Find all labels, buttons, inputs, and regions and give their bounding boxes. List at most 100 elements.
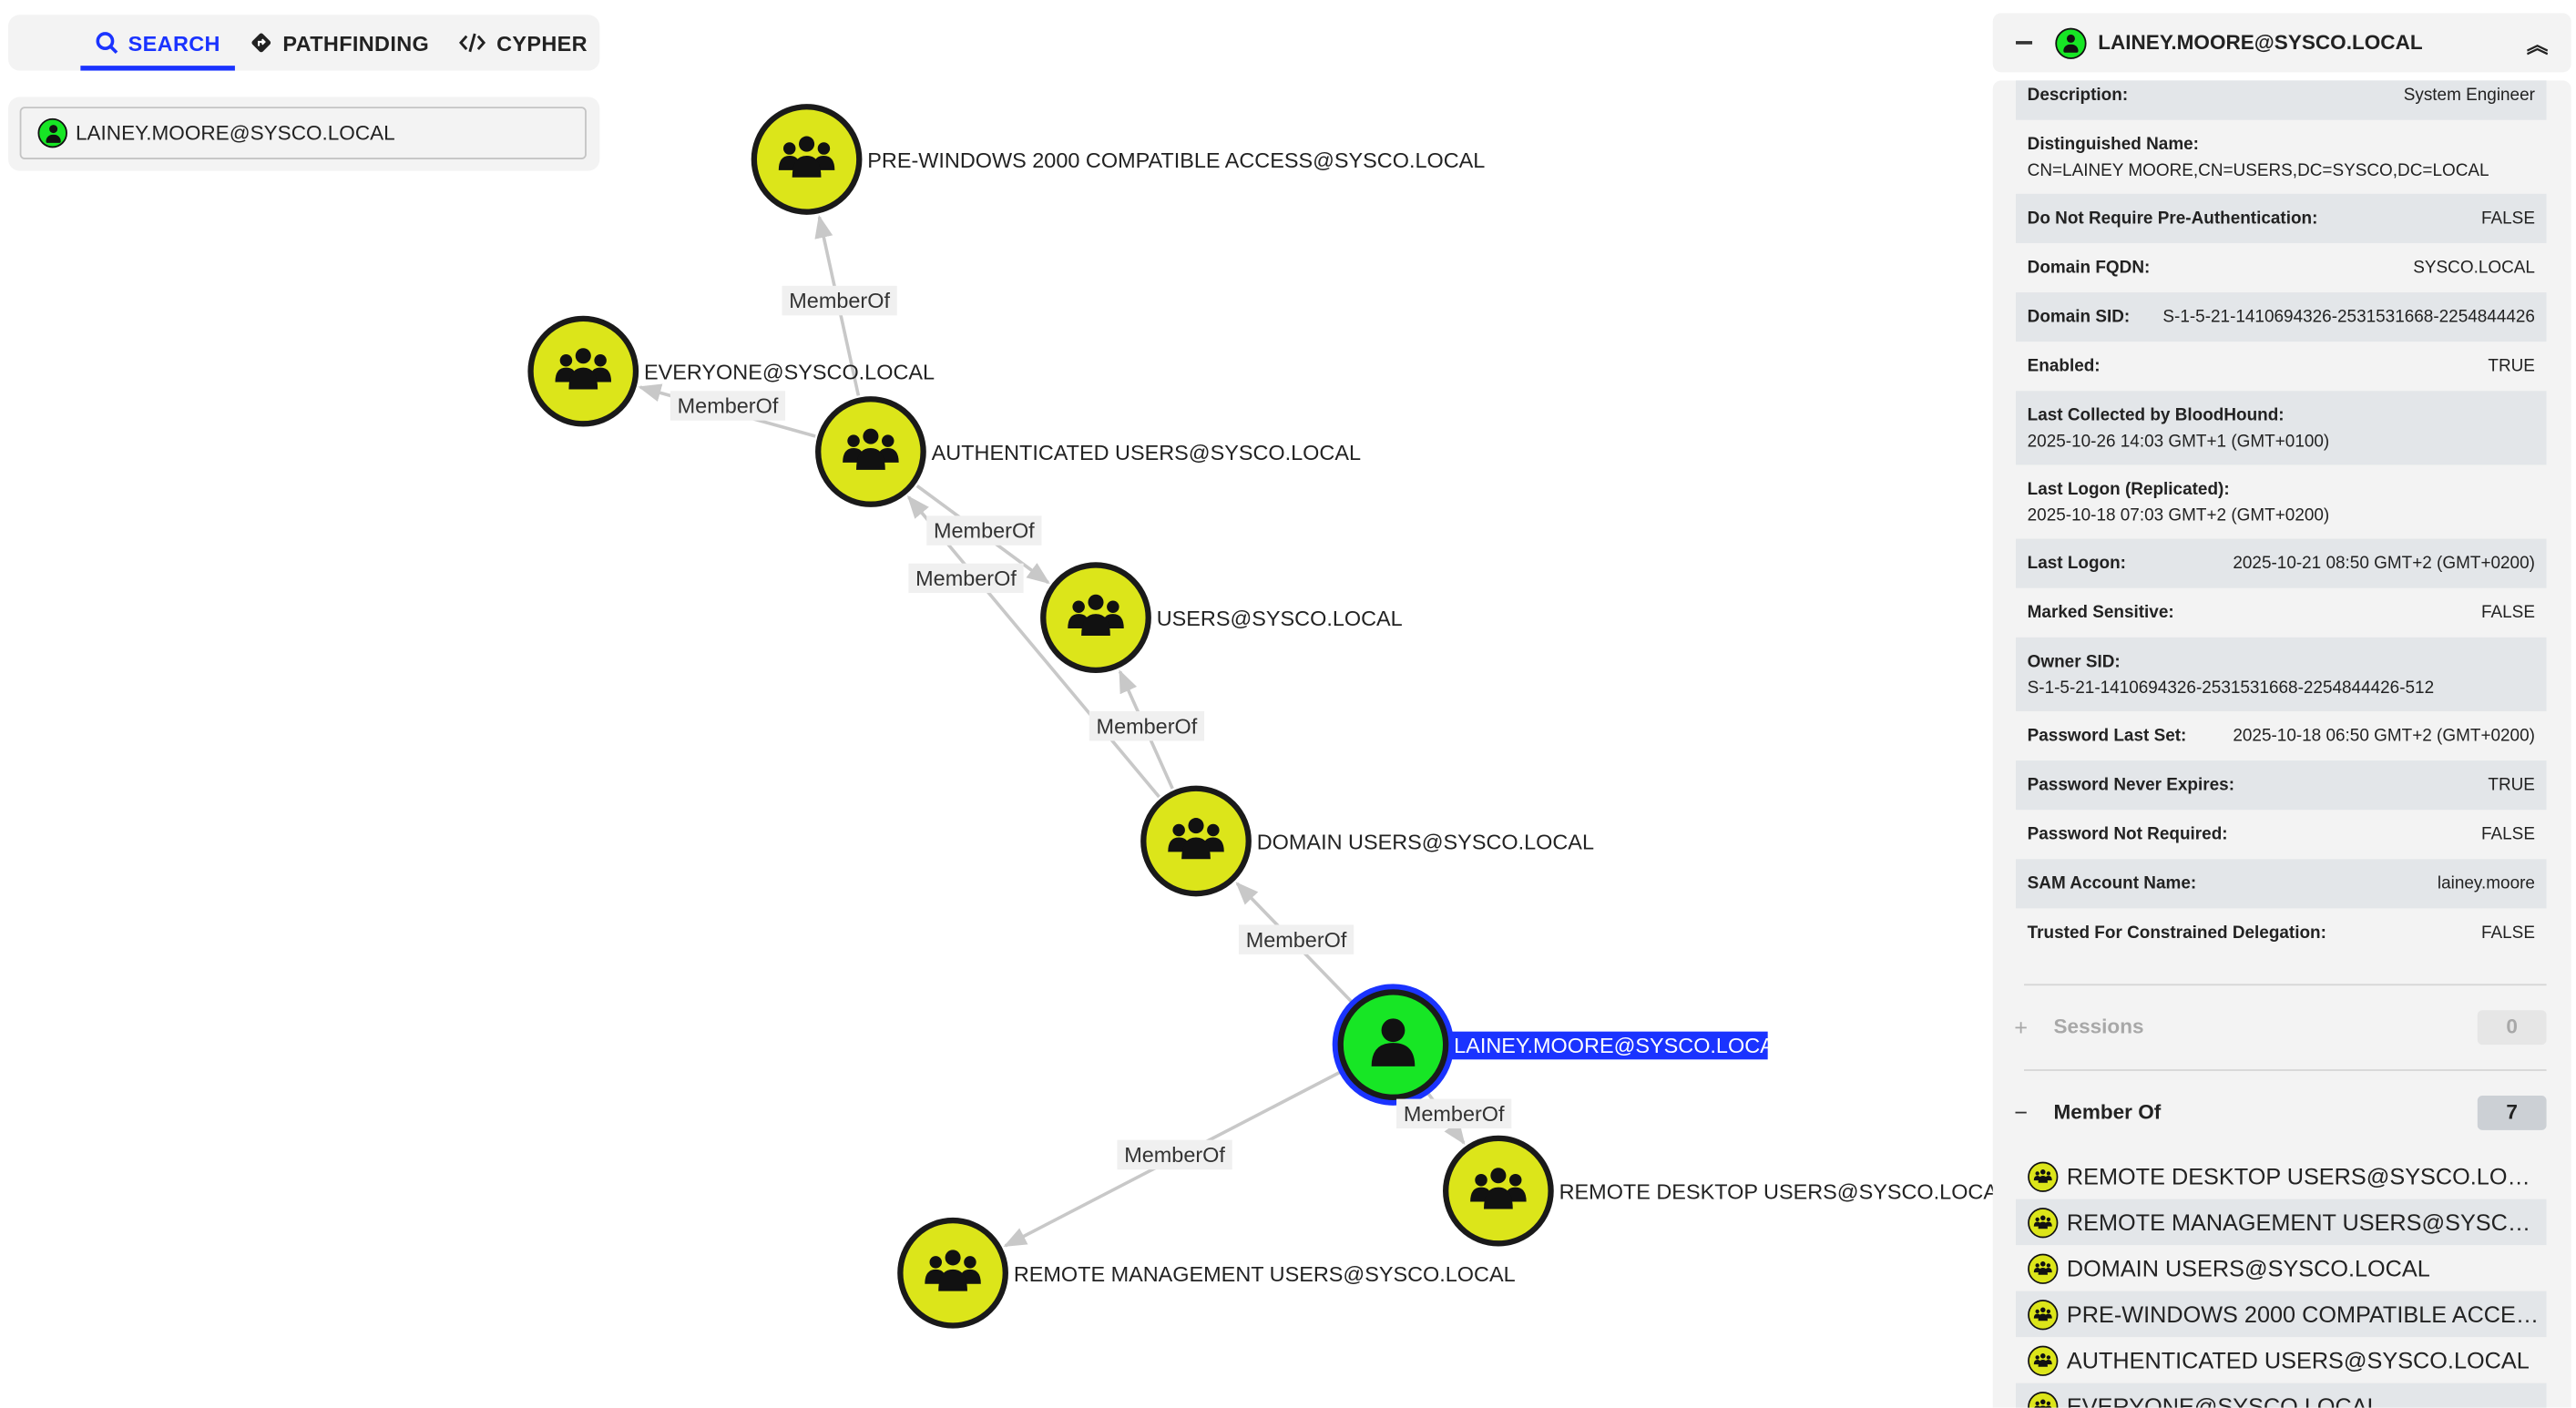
- edge-label[interactable]: MemberOf: [1117, 1139, 1232, 1170]
- edge-label-bg: [908, 563, 1024, 594]
- node-label: LAINEY.MOORE@SYSCO.LOCAL: [1454, 1034, 1786, 1057]
- tab-search[interactable]: SEARCH: [80, 15, 236, 71]
- property-key: Distinguished Name:: [2027, 133, 2200, 154]
- property-row: Do Not Require Pre-Authentication: FALSE: [2016, 193, 2547, 243]
- group-node[interactable]: EVERYONE@SYSCO.LOCAL: [527, 315, 935, 427]
- tab-pathfinding[interactable]: PATHFINDING: [235, 15, 444, 70]
- member-of-item[interactable]: REMOTE DESKTOP USERS@SYSCO.LOCAL: [2016, 1153, 2547, 1199]
- user-node-icon: [37, 117, 67, 148]
- sessions-count: 0: [2477, 1009, 2547, 1045]
- property-value: SYSCO.LOCAL: [2413, 258, 2535, 278]
- member-of-item-label: REMOTE DESKTOP USERS@SYSCO.LOCAL: [2066, 1162, 2547, 1189]
- node-label: DOMAIN USERS@SYSCO.LOCAL: [1257, 830, 1594, 853]
- edge-label-text: MemberOf: [934, 519, 1035, 543]
- property-key: Do Not Require Pre-Authentication:: [2027, 209, 2318, 229]
- group-node[interactable]: USERS@SYSCO.LOCAL: [1040, 562, 1403, 674]
- search-icon: [96, 32, 118, 54]
- property-key: Domain SID:: [2027, 307, 2131, 327]
- property-row: Distinguished Name: CN=LAINEY MOORE,CN=US…: [2016, 120, 2547, 194]
- group-node[interactable]: REMOTE DESKTOP USERS@SYSCO.LOCAL: [1443, 1135, 2009, 1247]
- property-key: Marked Sensitive:: [2027, 602, 2174, 623]
- top-toolbar: SEARCH PATHFINDING CYPHER: [8, 15, 602, 71]
- divider: [2024, 1069, 2547, 1071]
- member-of-item-label: EVERYONE@SYSCO.LOCAL: [2066, 1393, 2380, 1408]
- member-of-section[interactable]: − Member Of 7: [2014, 1094, 2547, 1130]
- group-node[interactable]: AUTHENTICATED USERS@SYSCO.LOCAL: [815, 396, 1361, 507]
- node-label: REMOTE MANAGEMENT USERS@SYSCO.LOCAL: [1014, 1262, 1516, 1286]
- edge-label[interactable]: MemberOf: [926, 515, 1042, 546]
- search-input[interactable]: LAINEY.MOORE@SYSCO.LOCAL: [19, 107, 587, 159]
- collapse-icon: −: [2014, 1098, 2028, 1126]
- chevron-double-up-icon[interactable]: ︽: [2526, 32, 2549, 57]
- edge-label-bg: [1396, 1098, 1512, 1129]
- group-node[interactable]: DOMAIN USERS@SYSCO.LOCAL: [1140, 785, 1594, 897]
- property-value: S-1-5-21-1410694326-2531531668-225484442…: [2027, 677, 2435, 698]
- member-of-item[interactable]: REMOTE MANAGEMENT USERS@SYSCO.LOCAL: [2016, 1199, 2547, 1246]
- edge-label-text: MemberOf: [915, 566, 1017, 590]
- property-value: 2025-10-26 14:03 GMT+1 (GMT+0100): [2027, 431, 2330, 452]
- property-row: Password Last Set:2025-10-18 06:50 GMT+2…: [2016, 711, 2547, 760]
- member-of-item[interactable]: EVERYONE@SYSCO.LOCAL: [2016, 1382, 2547, 1408]
- edge-labels-layer: MemberOfMemberOfMemberOfMemberOfMemberOf…: [670, 285, 1512, 1170]
- member-of-item[interactable]: PRE-WINDOWS 2000 COMPATIBLE ACCESS@SYSCO…: [2016, 1291, 2547, 1338]
- tab-cypher[interactable]: CYPHER: [444, 15, 602, 70]
- edge-label-bg: [1117, 1139, 1232, 1170]
- edge-memberof[interactable]: [906, 495, 1160, 799]
- property-key: Password Not Required:: [2027, 824, 2228, 845]
- collapse-panel-button[interactable]: [2016, 41, 2033, 45]
- edge-label[interactable]: MemberOf: [908, 563, 1024, 594]
- property-row: Last Logon (Replicated):2025-10-18 07:03…: [2016, 464, 2547, 538]
- sessions-section[interactable]: + Sessions 0: [2014, 1008, 2547, 1045]
- edge-label[interactable]: MemberOf: [1089, 710, 1205, 741]
- group-icon: [2028, 1160, 2059, 1191]
- property-row: Last Logon:2025-10-21 08:50 GMT+2 (GMT+0…: [2016, 538, 2547, 588]
- edge-label[interactable]: MemberOf: [782, 285, 897, 316]
- node-label: REMOTE DESKTOP USERS@SYSCO.LOCAL: [1559, 1180, 2009, 1204]
- search-input-value: LAINEY.MOORE@SYSCO.LOCAL: [75, 121, 395, 145]
- group-node[interactable]: PRE-WINDOWS 2000 COMPATIBLE ACCESS@SYSCO…: [751, 104, 1485, 215]
- tab-search-label: SEARCH: [128, 30, 220, 56]
- property-row: Domain FQDN: SYSCO.LOCAL: [2016, 243, 2547, 292]
- property-value: FALSE: [2480, 602, 2535, 623]
- edge-label-bg: [926, 515, 1042, 546]
- property-key: Enabled:: [2027, 356, 2101, 377]
- member-of-item[interactable]: AUTHENTICATED USERS@SYSCO.LOCAL: [2016, 1337, 2547, 1383]
- property-row: Trusted For Constrained Delegation:FALSE: [2016, 908, 2547, 957]
- edge-label-text: MemberOf: [1124, 1143, 1225, 1167]
- property-key: SAM Account Name:: [2027, 873, 2197, 894]
- entity-title: LAINEY.MOORE@SYSCO.LOCAL: [2098, 31, 2423, 55]
- property-key: Owner SID:: [2027, 651, 2121, 671]
- property-key: Domain FQDN:: [2027, 258, 2151, 278]
- group-icon: [2028, 1252, 2059, 1283]
- edge-label-text: MemberOf: [1404, 1102, 1505, 1126]
- property-value: FALSE: [2480, 209, 2535, 229]
- property-value: CN=LAINEY MOORE,CN=USERS,DC=SYSCO,DC=LOC…: [2027, 159, 2489, 180]
- member-of-item[interactable]: DOMAIN USERS@SYSCO.LOCAL: [2016, 1245, 2547, 1291]
- user-node[interactable]: LAINEY.MOORE@SYSCO.LOCAL: [1332, 984, 1786, 1106]
- group-node[interactable]: REMOTE MANAGEMENT USERS@SYSCO.LOCAL: [897, 1217, 1516, 1329]
- edge-label[interactable]: MemberOf: [670, 391, 786, 421]
- property-value: FALSE: [2480, 824, 2535, 845]
- property-row: Description:System Engineer: [2016, 80, 2547, 120]
- property-key: Last Logon (Replicated):: [2027, 478, 2230, 499]
- edge-label[interactable]: MemberOf: [1396, 1098, 1512, 1129]
- member-of-item-label: DOMAIN USERS@SYSCO.LOCAL: [2066, 1254, 2430, 1281]
- property-row: Enabled: TRUE: [2016, 342, 2547, 391]
- member-of-item-label: REMOTE MANAGEMENT USERS@SYSCO.LOCAL: [2066, 1209, 2547, 1236]
- property-value: TRUE: [2488, 356, 2535, 377]
- edge-label[interactable]: MemberOf: [1238, 924, 1354, 954]
- property-value: 2025-10-18 06:50 GMT+2 (GMT+0200): [2233, 726, 2535, 746]
- node-label: PRE-WINDOWS 2000 COMPATIBLE ACCESS@SYSCO…: [867, 148, 1485, 172]
- edge-label-text: MemberOf: [1097, 714, 1198, 738]
- edge-label-text: MemberOf: [1246, 928, 1347, 952]
- search-panel: LAINEY.MOORE@SYSCO.LOCAL: [8, 97, 600, 171]
- node-label-highlight: [1450, 1031, 1768, 1060]
- property-row: Password Never Expires:TRUE: [2016, 760, 2547, 811]
- edge-label-bg: [782, 285, 897, 316]
- property-value: System Engineer: [2403, 85, 2535, 106]
- property-key: Trusted For Constrained Delegation:: [2027, 923, 2326, 944]
